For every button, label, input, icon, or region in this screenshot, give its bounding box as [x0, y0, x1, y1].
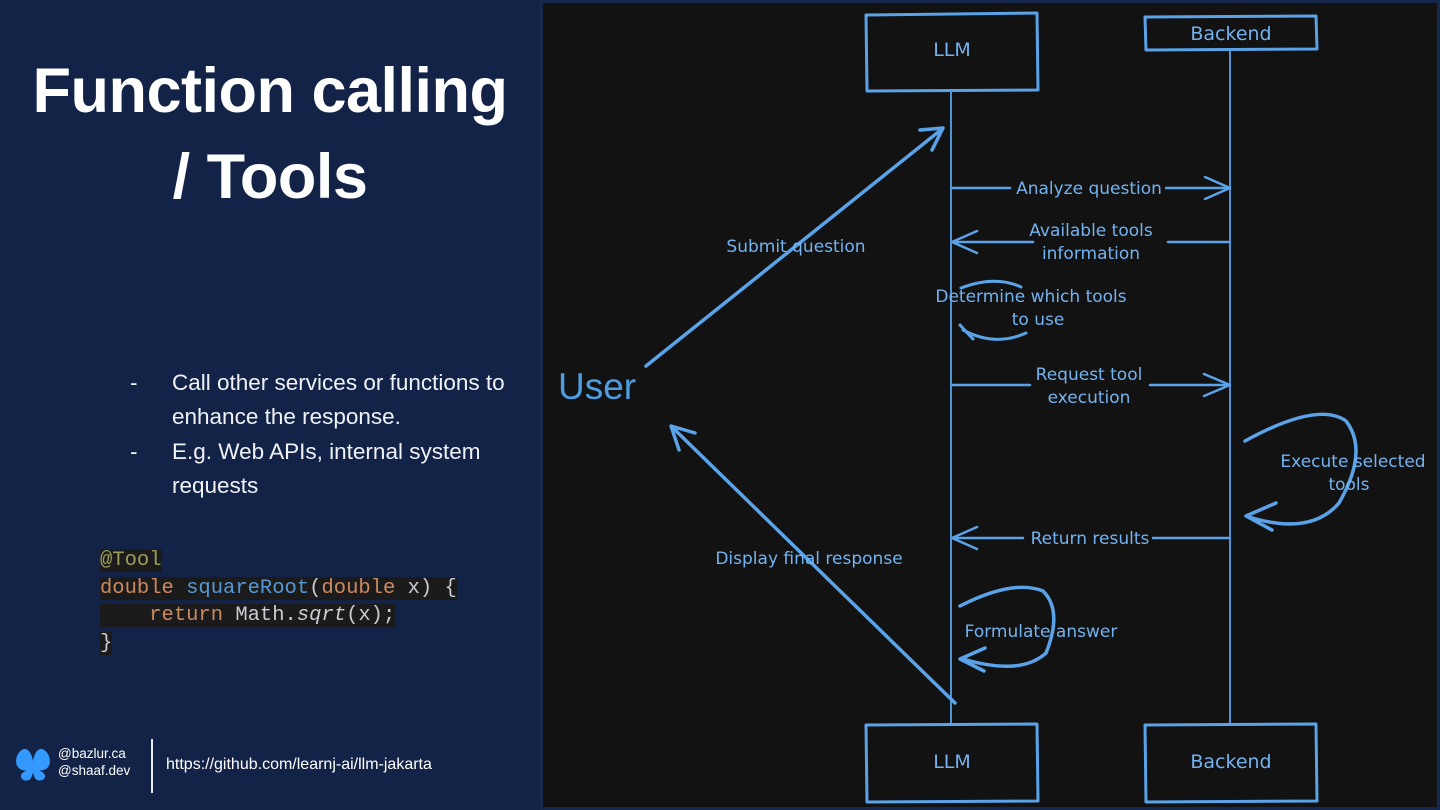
- bullet-list: - Call other services or functions to en…: [130, 366, 530, 504]
- bluesky-butterfly-icon: [16, 748, 50, 781]
- repo-url-link[interactable]: https://github.com/learnj-ai/llm-jakarta: [166, 756, 432, 773]
- llm-bottom-box-label: LLM: [933, 751, 971, 773]
- footer-divider: [151, 739, 153, 793]
- message-available-tools: Available tools information: [950, 221, 1231, 264]
- llm-top-box: LLM: [864, 11, 1040, 93]
- code-token: [100, 604, 149, 627]
- backend-bottom-box: Backend: [1143, 722, 1319, 804]
- message-determine-tools: Determine which tools to use: [935, 279, 1127, 341]
- footer-bar: @bazlur.ca @shaaf.dev https://github.com…: [0, 736, 540, 800]
- message-label: Determine which tools: [935, 287, 1126, 307]
- message-return-results: Return results: [950, 525, 1231, 551]
- list-item: - Call other services or functions to en…: [130, 366, 530, 435]
- handle-secondary: @shaaf.dev: [58, 763, 131, 778]
- llm-bottom-box: LLM: [864, 722, 1040, 804]
- backend-top-box-label: Backend: [1190, 23, 1271, 45]
- message-display-final-response: Display final response: [669, 424, 957, 705]
- message-label: Available tools: [1029, 221, 1153, 241]
- message-label: Return results: [1031, 529, 1150, 549]
- handle-primary: @bazlur.ca: [58, 746, 126, 761]
- message-label-line2: execution: [1048, 388, 1131, 408]
- code-token: Math.: [223, 604, 297, 627]
- message-submit-question: Submit question: [644, 126, 945, 368]
- code-token: double: [321, 576, 396, 600]
- message-label-line2: information: [1042, 244, 1140, 264]
- code-line: return Math.sqrt(x);: [100, 602, 457, 630]
- message-label-line2: to use: [1012, 310, 1065, 330]
- message-label: Submit question: [726, 237, 865, 257]
- backend-top-box: Backend: [1143, 14, 1319, 52]
- code-token: squareRoot: [186, 576, 310, 600]
- code-token: return: [149, 604, 224, 627]
- code-line: double squareRoot(double x) {: [100, 575, 457, 603]
- message-formulate-answer: Formulate answer: [958, 585, 1118, 673]
- message-request-tool-execution: Request tool execution: [950, 365, 1232, 408]
- code-token: @Tool: [100, 549, 162, 572]
- bullet-marker: -: [130, 438, 138, 464]
- code-token: (: [309, 576, 322, 600]
- page-title: Function calling / Tools: [32, 56, 509, 213]
- message-execute-selected-tools: Execute selected tools: [1243, 412, 1426, 532]
- message-label-line2: tools: [1328, 475, 1369, 495]
- bullet-marker: -: [130, 370, 138, 395]
- bullet-text: E.g. Web APIs, internal system requests: [172, 438, 481, 499]
- sequence-diagram-svg: LLM Backend User Submit question: [558, 11, 1426, 804]
- backend-bottom-box-label: Backend: [1190, 751, 1271, 773]
- message-analyze-question: Analyze question: [950, 175, 1232, 201]
- message-label: Execute selected: [1280, 452, 1425, 472]
- code-line: @Tool: [100, 547, 457, 575]
- code-token: sqrt: [296, 604, 347, 627]
- social-handles: @bazlur.ca @shaaf.dev: [58, 745, 130, 779]
- user-actor-label: User: [558, 366, 636, 407]
- message-label: Analyze question: [1016, 179, 1162, 199]
- message-label: Request tool: [1036, 365, 1143, 385]
- code-line: }: [100, 630, 457, 658]
- code-token: (x);: [346, 604, 396, 627]
- llm-top-box-label: LLM: [933, 39, 971, 61]
- left-content-panel: Function calling / Tools - Call other se…: [0, 0, 540, 810]
- code-token: x) {: [395, 576, 457, 600]
- message-label: Formulate answer: [965, 622, 1118, 642]
- message-label: Display final response: [715, 549, 902, 569]
- code-token: double: [100, 576, 187, 600]
- list-item: - E.g. Web APIs, internal system request…: [130, 435, 530, 504]
- bullet-text: Call other services or functions to enha…: [172, 370, 505, 430]
- code-token: }: [100, 631, 113, 655]
- sequence-diagram-panel: LLM Backend User Submit question: [540, 0, 1440, 810]
